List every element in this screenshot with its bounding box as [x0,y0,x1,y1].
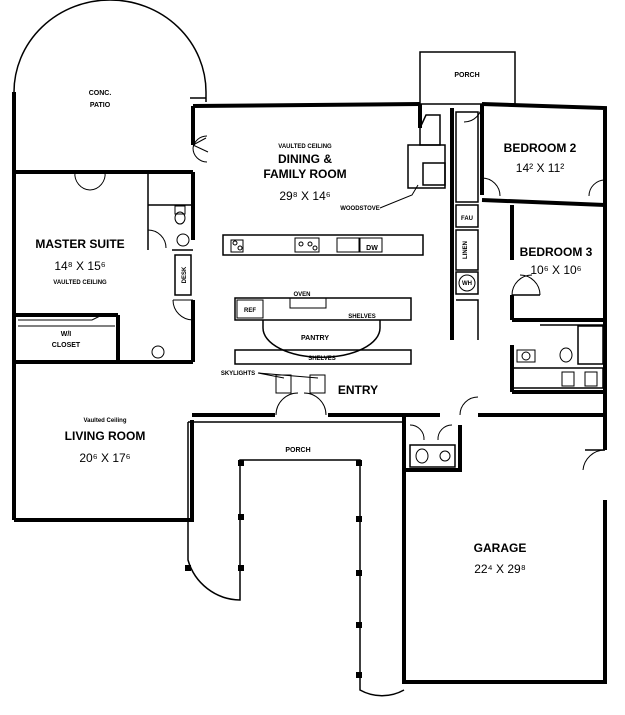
label-dining-ceiling: VAULTED CEILING [278,144,332,150]
label-fau: FAU [461,216,473,222]
porch-top [419,51,516,105]
label-ref: REF [244,308,256,314]
room-labels: CONC. PATIO PORCH VAULTED CEILING DINING… [35,72,592,576]
label-bedroom2: BEDROOM 2 [504,141,577,155]
label-shelves-2: SHELVES [308,356,336,362]
label-bedroom3: BEDROOM 3 [520,245,593,259]
label-living-ceiling: Vaulted Ceiling [83,418,126,424]
exterior-walls [12,102,607,684]
label-patio-1: CONC. [89,90,112,97]
label-skylights: SKYLIGHTS [221,371,255,377]
label-linen: LINEN [463,241,469,259]
label-bedroom2-dim: 14² X 11² [516,161,564,175]
label-shelves-1: SHELVES [348,314,376,320]
label-dining-dim: 29⁸ X 14⁶ [279,189,330,203]
label-entry: ENTRY [338,383,378,397]
label-master-dim: 14⁸ X 15⁶ [54,259,105,273]
woodstove-leader [379,184,419,209]
skylights-leader [257,372,319,379]
label-master: MASTER SUITE [35,237,124,251]
label-desk: DESK [182,266,188,283]
label-living-dim: 20⁶ X 17⁶ [79,451,130,465]
label-dining-1: DINING & [278,152,332,166]
label-garage-dim: 22⁴ X 29⁸ [474,562,526,576]
fixtures [151,205,598,464]
porch-front [185,421,405,697]
label-oven: OVEN [293,292,310,298]
label-bedroom3-dim: 10⁶ X 10⁶ [530,263,581,277]
doors [74,103,606,441]
label-pantry: PANTRY [301,335,329,342]
label-porch-top: PORCH [454,72,479,79]
label-closet-1: W/I [61,331,72,338]
label-patio-2: PATIO [90,102,111,109]
label-porch-front: PORCH [285,447,310,454]
kitchen [222,234,424,365]
label-woodstove: WOODSTOVE [340,206,380,212]
label-living: LIVING ROOM [65,429,146,443]
conc-patio [12,0,207,172]
label-wh: WH [462,281,472,287]
label-garage: GARAGE [474,541,527,555]
label-dw: DW [366,245,378,252]
label-master-ceiling: VAULTED CEILING [53,280,107,286]
interior-walls [14,108,606,472]
label-closet-2: CLOSET [52,342,81,349]
label-dining-2: FAMILY ROOM [263,167,346,181]
